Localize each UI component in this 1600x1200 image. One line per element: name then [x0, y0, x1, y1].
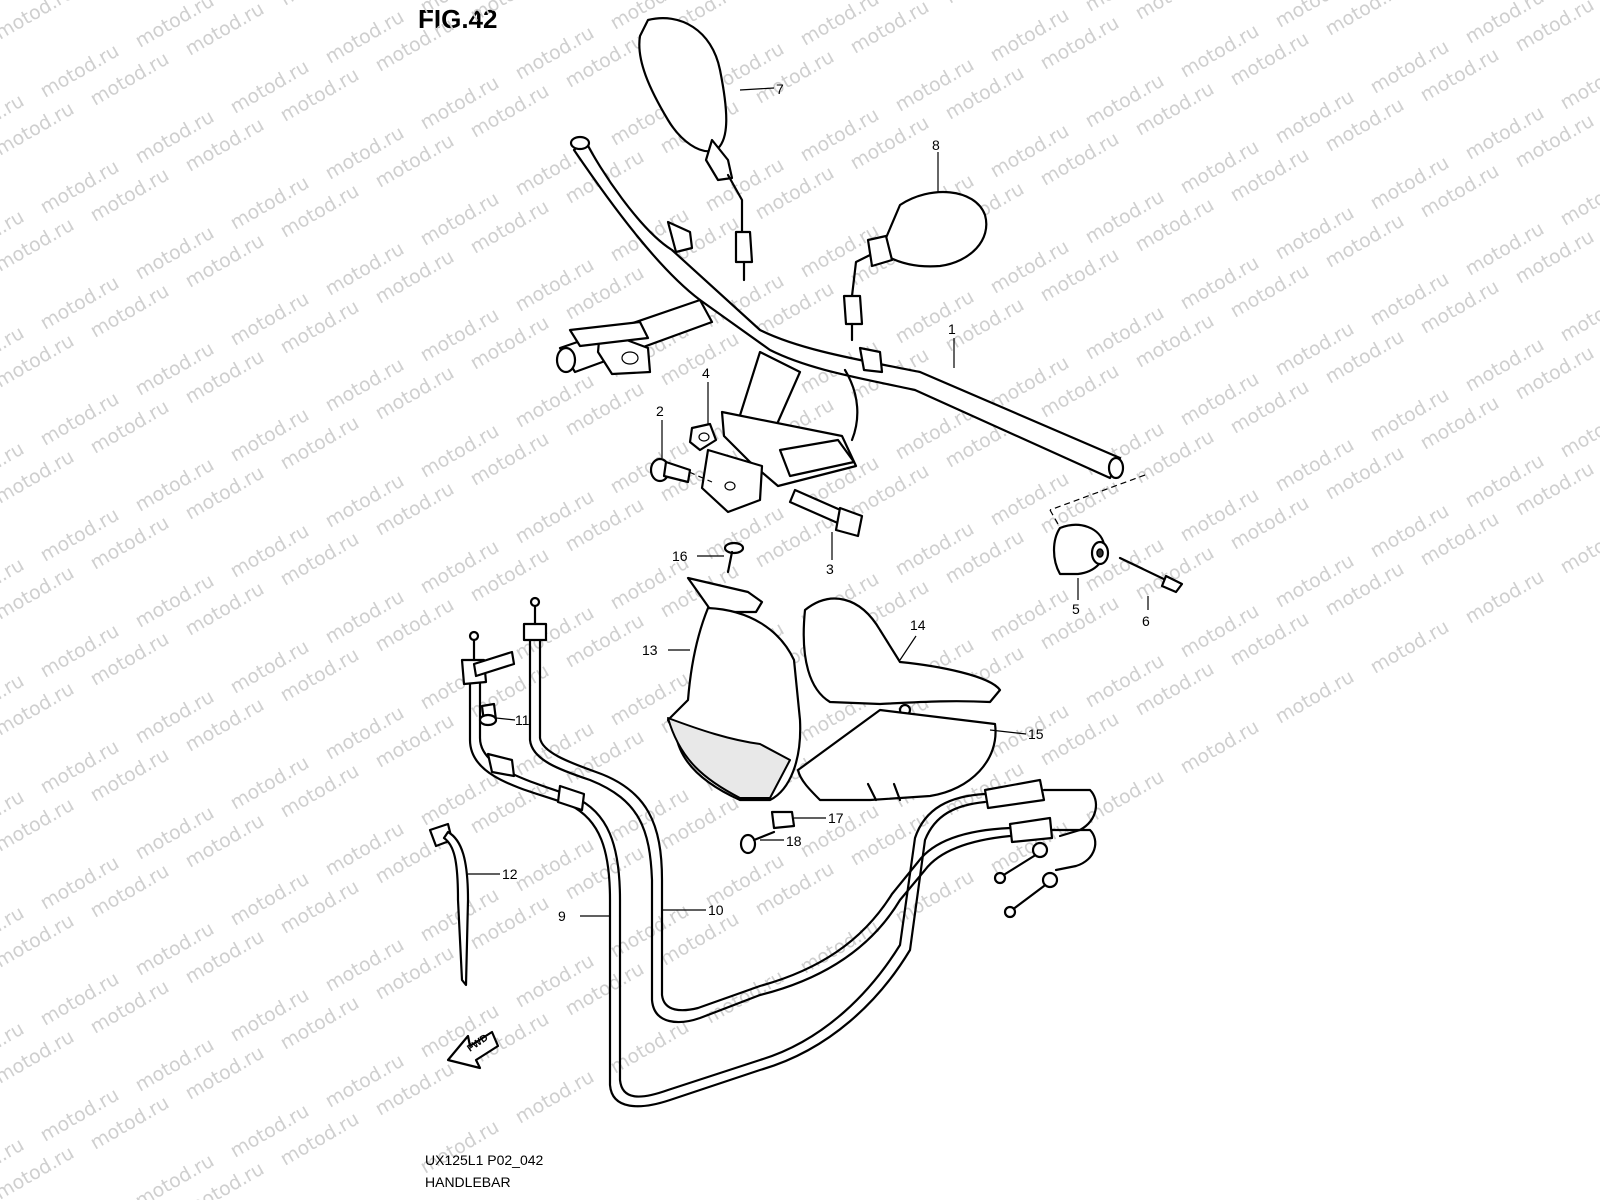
callout-17: 17: [828, 810, 844, 826]
mirror-left-part: [638, 17, 754, 282]
callout-4: 4: [702, 365, 710, 381]
mirror-right-part: [842, 190, 988, 342]
watermark-text: motod.ru: [1557, 52, 1600, 115]
callout-18: 18: [786, 833, 802, 849]
watermark-text: motod.ru: [1272, 666, 1358, 729]
tie-12-part: [428, 822, 470, 987]
callout-labels: 1 2 3 4 5 6 7 8 9 10 11 12 13 14 15 16 1…: [502, 81, 1150, 924]
callout-3: 3: [826, 561, 834, 577]
callout-6: 6: [1142, 613, 1150, 629]
callout-9: 9: [558, 908, 566, 924]
watermark-text: motod.ru: [797, 916, 883, 979]
watermark-text: motod.ru: [1322, 0, 1408, 40]
nut-4-part: [688, 422, 718, 452]
callout-5: 5: [1072, 601, 1080, 617]
screw-18-part: [739, 830, 776, 855]
watermark-text: motod.ru: [277, 0, 363, 10]
bolt-2-part: [649, 457, 692, 484]
bolt-3-part: [788, 488, 864, 538]
screw-16-part: [723, 541, 745, 574]
figure-title: FIG.42: [418, 4, 498, 34]
callout-7: 7: [776, 81, 784, 97]
cover-14-part: [802, 597, 1002, 717]
callout-2: 2: [656, 403, 664, 419]
watermark-text: motod.ru: [1557, 400, 1600, 463]
callout-8: 8: [932, 137, 940, 153]
callout-10: 10: [708, 902, 724, 918]
callout-16: 16: [672, 548, 688, 564]
watermark-text: motod.ru: [1557, 168, 1600, 231]
callout-11: 11: [515, 712, 530, 728]
watermark-text: motod.ru: [1557, 284, 1600, 347]
cover-13-part: [666, 576, 802, 802]
clamp-11-part: [478, 702, 498, 727]
watermark-text: motod.ru: [512, 1066, 598, 1129]
balancer-5-part: [1052, 523, 1110, 576]
cable-top-ends-part: [460, 596, 548, 686]
watermark-text: motod.ru: [1462, 566, 1548, 629]
watermark-text: motod.ru: [1132, 0, 1218, 24]
watermark-text: motod.ru: [1177, 716, 1263, 779]
callout-14: 14: [910, 617, 926, 633]
watermark-text: motod.ru: [0, 0, 78, 44]
watermark-text: motod.ru: [417, 1116, 503, 1179]
screw-6-part: [1118, 556, 1184, 594]
callout-15: 15: [1028, 726, 1044, 742]
watermark-text: motod.ru: [942, 0, 1028, 8]
cable-ends-part: [983, 778, 1098, 919]
cable-10-part: [528, 630, 1012, 1024]
leader-lines: [468, 87, 1149, 917]
watermark-text: motod.ru: [1367, 616, 1453, 679]
cable-9-part: [468, 678, 987, 1108]
handlebar-part: [555, 135, 1125, 514]
figure-name: HANDLEBAR: [425, 1174, 511, 1190]
callout-12: 12: [502, 866, 518, 882]
watermark-text: motod.ru: [1557, 516, 1600, 579]
screw-17-part: [770, 810, 796, 830]
cover-15-part: [796, 708, 997, 802]
figure-code: UX125L1 P02_042: [425, 1152, 544, 1168]
callout-13: 13: [642, 642, 658, 658]
watermark-text: motod.ru: [467, 0, 553, 26]
callout-1: 1: [948, 321, 956, 337]
watermark-text: motod.ru: [702, 966, 788, 1029]
